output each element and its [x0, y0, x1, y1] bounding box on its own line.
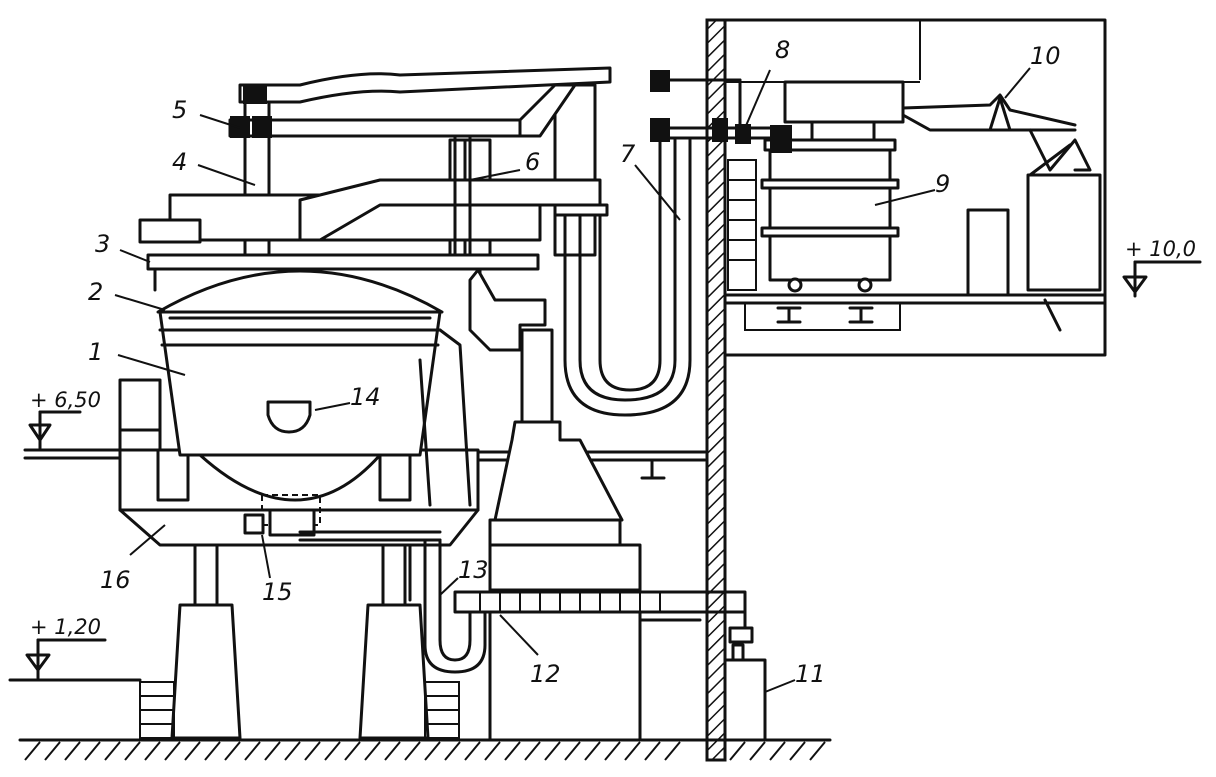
- label-9: 9: [935, 170, 950, 198]
- label-12: 12: [530, 660, 561, 688]
- label-4: 4: [172, 148, 187, 176]
- label-2: 2: [88, 278, 103, 306]
- elevation-marker-100: + 10,0: [1122, 237, 1202, 298]
- elevation-label-120: + 1,20: [30, 615, 101, 639]
- elevation-label-100: + 10,0: [1125, 237, 1196, 261]
- elevation-marker-650: + 6,50: [28, 388, 101, 450]
- label-8: 8: [775, 36, 790, 64]
- furnace-shell: [158, 310, 472, 507]
- transformer-room: [723, 18, 1107, 357]
- working-door: [266, 400, 312, 434]
- oil-tank: [723, 643, 767, 742]
- flexible-cables: [553, 138, 692, 417]
- label-13: 13: [458, 556, 489, 584]
- current-leads: [650, 70, 792, 153]
- hydraulic-pump-station: [453, 590, 754, 742]
- switchgear: [901, 93, 1102, 292]
- label-5: 5: [172, 96, 187, 124]
- electrode-arms: [228, 66, 612, 138]
- hydraulic-cylinder-housing: [488, 328, 642, 592]
- label-16: 16: [100, 566, 131, 594]
- electrode-column: [453, 134, 472, 257]
- hydraulic-pipeline: [408, 538, 487, 674]
- furnace-transformer: [760, 80, 905, 293]
- label-1: 1: [88, 338, 103, 366]
- leader-lines: [114, 67, 1031, 693]
- label-10: 10: [1030, 42, 1061, 70]
- furnace-roof: [156, 269, 444, 320]
- label-7: 7: [620, 140, 636, 168]
- label-11: 11: [795, 660, 826, 688]
- elevation-label-650: + 6,50: [30, 388, 101, 412]
- part-number-labels: 1 2 3 4 5 6 7 8 9 10 11 12 13 14 15 16: [88, 36, 1061, 688]
- label-15: 15: [262, 578, 293, 606]
- label-6: 6: [525, 148, 540, 176]
- label-14: 14: [350, 383, 381, 411]
- building-wall: [705, 18, 727, 762]
- label-3: 3: [95, 230, 110, 258]
- tap-hole-block: [243, 494, 442, 542]
- elevation-marker-120: + 1,20: [25, 615, 107, 680]
- ground-line: [8, 678, 832, 761]
- furnace-foundation-columns: [139, 541, 460, 740]
